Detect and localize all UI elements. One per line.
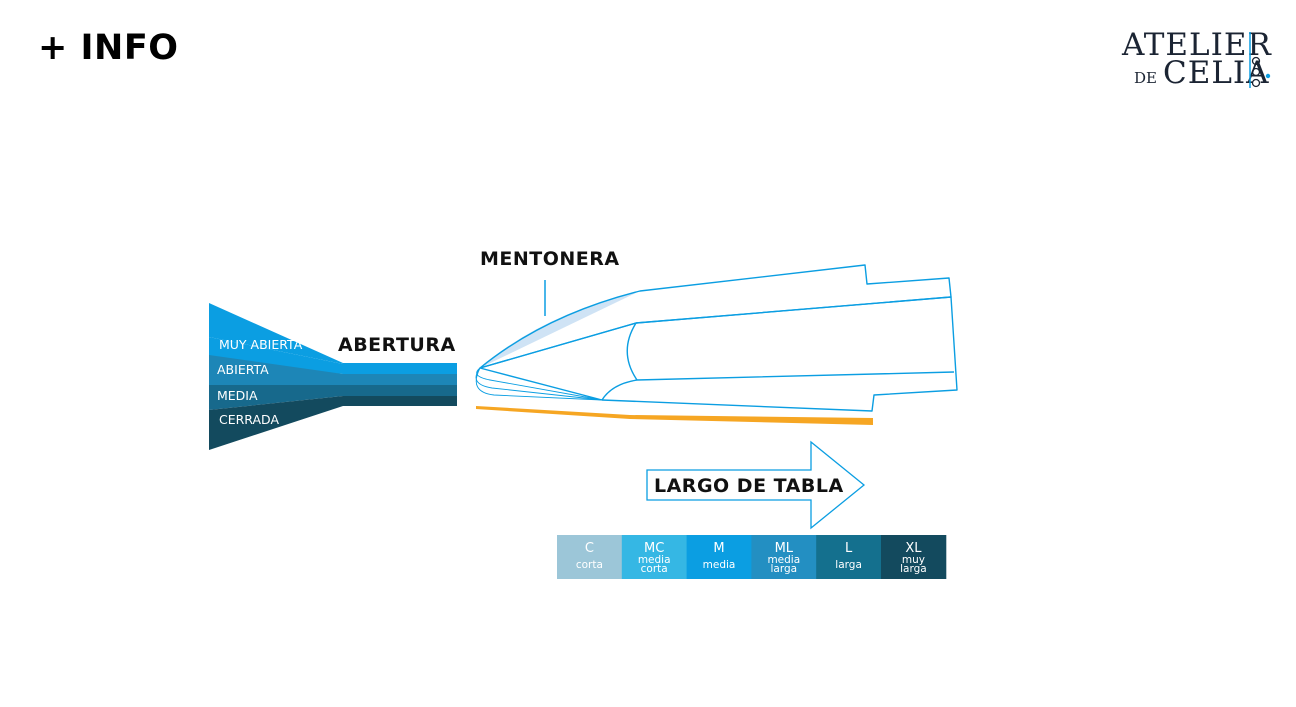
mouthpiece-bottom-inner [601,371,955,401]
abertura-label-media: MEDIA [217,388,258,403]
largo-sub-m-0: media [703,559,736,571]
largo-code-ml: ML [775,541,794,556]
abertura-band-media [209,385,343,410]
mouthpiece-window-curve [626,322,638,381]
largo-code-xl: XL [905,541,922,556]
largo-sub-l-0: larga [835,559,862,571]
abertura-funnel: MUY ABIERTA ABIERTA MEDIA CERRADA [209,303,457,450]
largo-segment-c [557,535,623,579]
largo-de-tabla-heading: LARGO DE TABLA [654,475,844,497]
mentonera-shade [480,291,640,368]
mouthpiece-body-outline [479,296,958,412]
largo-segment-l [816,535,882,579]
largo-sub-xl-0: muy [902,554,925,566]
abertura-heading: ABERTURA [338,334,456,356]
logo-line-2-main: CELIA [1162,55,1270,91]
largo-sub-xl-1: larga [900,563,927,575]
abertura-bar-1 [343,363,457,374]
reed-layer-3 [475,367,603,401]
abertura-label-cerrada: CERRADA [219,412,279,427]
logo-line-2: DE CELIA [1134,58,1270,89]
largo-code-mc: MC [644,541,664,556]
abertura-band-cerrada [209,396,343,450]
page-title: + INFO [38,28,179,68]
abertura-bar-3 [343,385,457,396]
abertura-bar-4 [343,396,457,406]
largo-code-l: L [845,541,853,556]
largo-arrow-icon [646,440,866,530]
largo-scale: CcortaMCmediacortaMmediaMLmedialargaLlar… [557,535,947,579]
largo-segment-m [686,535,752,579]
tabla-bar [476,406,873,425]
abertura-bar-2 [343,374,457,385]
largo-sub-ml-1: larga [771,563,798,575]
abertura-label-muy-abierta: MUY ABIERTA [219,337,303,352]
largo-code-m: M [713,541,724,556]
mouthpiece-outline [475,264,958,412]
largo-segment-mc [621,535,688,579]
logo-line-1: ATELIER [1122,27,1272,63]
logo-mark-icon [1249,32,1271,88]
largo-code-c: C [585,541,594,556]
reed-layer-2 [475,367,603,401]
largo-sub-mc-0: media [638,554,671,566]
abertura-band-muy-abierta [209,303,343,364]
brand-logo: ATELIER DE CELIA [1118,30,1278,96]
logo-line-2-prefix: DE [1134,69,1157,87]
reed-layer-1 [476,367,603,401]
largo-segment-ml [751,535,817,579]
largo-sub-ml-0: media [767,554,800,566]
abertura-label-abierta: ABIERTA [217,362,269,377]
mentonera-heading: MENTONERA [480,248,620,270]
largo-sub-mc-1: corta [641,563,668,575]
abertura-band-abierta [209,355,343,385]
mouthpiece-top-outline [479,264,952,369]
largo-segment-xl [881,535,947,579]
largo-sub-c-0: corta [576,559,603,571]
